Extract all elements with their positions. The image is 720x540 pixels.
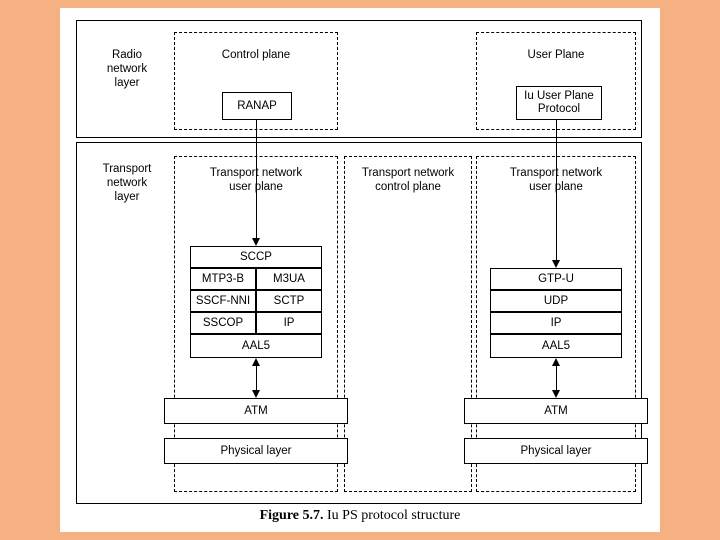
block-mtp3-b: MTP3-B [190, 268, 256, 290]
block-ip-left: IP [256, 312, 322, 334]
transport-network-control-plane-group [344, 156, 472, 492]
block-physical-layer-right: Physical layer [464, 438, 648, 464]
block-sscf-nni: SSCF-NNI [190, 290, 256, 312]
block-sctp: SCTP [256, 290, 322, 312]
block-atm-right: ATM [464, 398, 648, 424]
block-udp: UDP [490, 290, 622, 312]
figure-caption-label: Figure 5.7. [259, 508, 324, 523]
radio-network-layer-label: Radio network layer [106, 49, 148, 89]
block-physical-layer-left: Physical layer [164, 438, 348, 464]
transport-network-user-plane-right-title: Transport network user plane [509, 167, 603, 193]
block-atm-left: ATM [164, 398, 348, 424]
figure-caption: Figure 5.7. Iu PS protocol structure [60, 508, 660, 524]
transport-network-user-plane-left-title: Transport network user plane [209, 167, 303, 193]
block-gtp-u: GTP-U [490, 268, 622, 290]
transport-network-layer-label: Transport network layer [102, 163, 152, 203]
transport-network-control-plane-title: Transport network control plane [361, 167, 455, 193]
block-m3ua: M3UA [256, 268, 322, 290]
block-ranap: RANAP [222, 92, 292, 120]
control-plane-title: Control plane [221, 49, 291, 61]
figure-caption-text: Iu PS protocol structure [327, 508, 461, 523]
block-iu-user-plane-protocol: Iu User Plane Protocol [516, 86, 602, 120]
protocol-structure-diagram: Radio network layer Transport network la… [76, 20, 648, 504]
user-plane-title: User Plane [527, 49, 585, 61]
block-sccp: SCCP [190, 246, 322, 268]
block-aal5-right: AAL5 [490, 334, 622, 358]
block-aal5-left: AAL5 [190, 334, 322, 358]
figure-page: Radio network layer Transport network la… [60, 8, 660, 532]
block-sscop: SSCOP [190, 312, 256, 334]
block-ip-right: IP [490, 312, 622, 334]
